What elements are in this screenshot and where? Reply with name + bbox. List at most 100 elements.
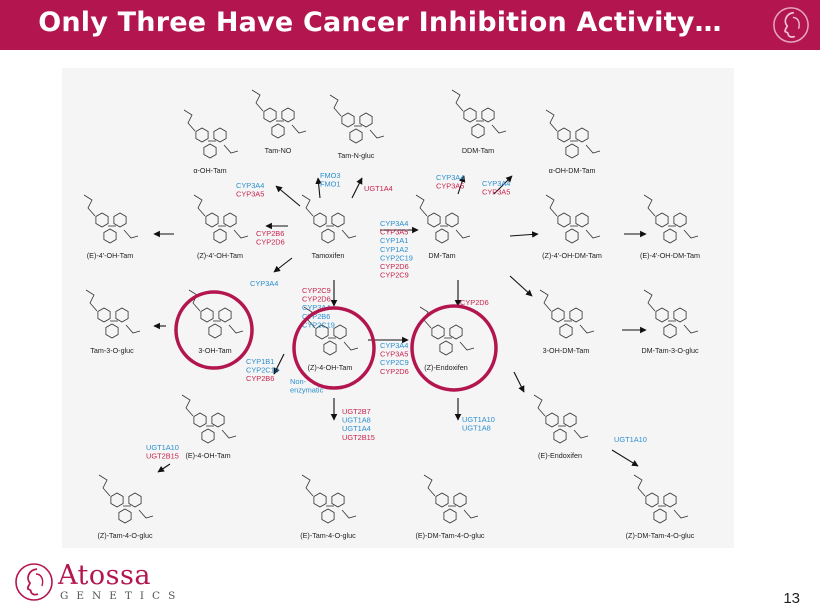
reaction-arrow (351, 177, 363, 199)
enzyme-label: CYP2C9 (380, 358, 409, 367)
enzyme-label: CYP3A4 (236, 181, 264, 190)
enzyme-label: UGT1A4 (364, 184, 393, 193)
compound-label-t3og: Tam-3-O-gluc (90, 346, 134, 355)
compound-label-ddm: DDM-Tam (462, 146, 494, 155)
profile-face-logo-icon (773, 7, 809, 43)
enzyme-label: CYP2D6 (460, 298, 489, 307)
molecule-z4ohdm: (Z)-4'-OH-DM-Tam (542, 194, 602, 260)
reaction-arrow (457, 175, 466, 195)
enzyme-label: UGT2B7 (342, 407, 371, 416)
molecule-et4og: (E)-Tam-4-O-gluc (300, 474, 356, 540)
enzyme-label: CYP1A1 (380, 236, 408, 245)
reaction-arrow (493, 175, 513, 195)
enzyme-label: UGT1A4 (342, 424, 371, 433)
enzyme-label: UGT1A10 (614, 435, 647, 444)
compound-label-dm: DM-Tam (428, 251, 455, 260)
compound-label-oh3: 3-OH-Tam (198, 346, 231, 355)
compound-label-zt4og: (Z)-Tam-4-O-gluc (97, 531, 153, 540)
molecule-zt4og: (Z)-Tam-4-O-gluc (97, 474, 154, 540)
reaction-arrow (509, 275, 533, 297)
molecule-dm: DM-Tam (415, 194, 471, 260)
molecule-dm3og: DM-Tam-3-O-gluc (641, 289, 699, 355)
molecule-t3og: Tam-3-O-gluc (85, 289, 141, 355)
compound-label-aohdm: α-OH-DM-Tam (549, 166, 596, 175)
compound-label-tng: Tam-N-gluc (338, 151, 375, 160)
compound-label-edm4og: (E)-DM-Tam-4-O-gluc (415, 531, 484, 540)
molecule-edm4og: (E)-DM-Tam-4-O-gluc (415, 474, 485, 540)
molecule-z4oh: (Z)-4'-OH-Tam (193, 194, 249, 260)
molecule-e4ohtam: (E)-4-OH-Tam (181, 394, 237, 460)
compound-label-zdm4og: (Z)-DM-Tam-4-O-gluc (626, 531, 695, 540)
compound-label-eendo: (E)-Endoxifen (538, 451, 582, 460)
enzyme-label: CYP3A5 (236, 190, 264, 199)
compound-label-e4ohtam: (E)-4-OH-Tam (185, 451, 230, 460)
enzyme-label: CYP2B6 (246, 374, 274, 383)
compound-label-dm3og: DM-Tam-3-O-gluc (641, 346, 699, 355)
highlight-circle (410, 304, 498, 392)
enzyme-label: UGT1A10 (146, 443, 179, 452)
title-bar: Only Three Have Cancer Inhibition Activi… (0, 0, 820, 50)
molecule-oh3dm: 3-OH-DM-Tam (539, 289, 595, 355)
molecule-eendo: (E)-Endoxifen (533, 394, 589, 460)
reaction-arrow (513, 371, 525, 393)
enzyme-label: Non- (290, 377, 307, 386)
enzyme-label: FMO1 (320, 180, 341, 189)
atossa-logo-icon (15, 563, 53, 601)
enzyme-label: CYP3A4 (250, 279, 278, 288)
enzyme-label: UGT1A10 (462, 415, 495, 424)
compound-label-z4oh: (Z)-4'-OH-Tam (197, 251, 243, 260)
compound-label-z4ohtam: (Z)-4-OH-Tam (308, 363, 353, 372)
enzyme-label: CYP2D6 (380, 262, 409, 271)
enzyme-label: CYP1B1 (246, 357, 274, 366)
molecule-aohdm: α-OH-DM-Tam (545, 109, 601, 175)
compound-label-oh3dm: 3-OH-DM-Tam (543, 346, 590, 355)
molecule-ddm: DDM-Tam (451, 89, 507, 155)
enzyme-label: CYP2C19 (302, 320, 335, 329)
compound-label-tno: Tam-NO (265, 146, 292, 155)
highlight-circle (292, 306, 376, 390)
slide-title: Only Three Have Cancer Inhibition Activi… (38, 7, 722, 38)
compound-label-aoh: α-OH-Tam (193, 166, 226, 175)
brand-name: Atossa (58, 560, 151, 591)
pathway-svg: α-OH-Tam Tam-NO Tam-N-gluc DDM-Tam α-OH-DM-T… (83, 89, 700, 540)
reaction-arrow (157, 463, 171, 473)
reaction-arrow (315, 177, 322, 199)
enzyme-label: CYP1A2 (380, 245, 408, 254)
enzyme-label: CYP3A4 (436, 173, 464, 182)
enzyme-label: CYP3A5 (436, 182, 464, 191)
enzyme-label: UGT1A8 (462, 424, 491, 433)
enzyme-label: enzymatic (290, 386, 324, 395)
enzyme-label: FMO3 (320, 171, 341, 180)
enzyme-label: CYP3A4 (482, 179, 510, 188)
enzyme-label: CYP2D6 (302, 295, 331, 304)
enzyme-label: CYP3A5 (380, 228, 408, 237)
highlight-circle (174, 290, 254, 370)
molecule-zdm4og: (Z)-DM-Tam-4-O-gluc (626, 474, 695, 540)
molecule-e4ohdm: (E)-4'-OH-DM-Tam (640, 194, 700, 260)
compound-label-z4ohdm: (Z)-4'-OH-DM-Tam (542, 251, 602, 260)
molecule-tam: Tamoxifen (301, 194, 357, 260)
molecule-e4oh: (E)-4'-OH-Tam (83, 194, 139, 260)
molecule-tno: Tam-NO (251, 89, 307, 155)
enzyme-label: CYP3A4 (380, 341, 408, 350)
enzyme-label: CYP2C19 (380, 253, 413, 262)
enzyme-label: CYP2D6 (256, 238, 285, 247)
compound-label-e4ohdm: (E)-4'-OH-DM-Tam (640, 251, 700, 260)
enzyme-label: CYP2C9 (302, 286, 331, 295)
compound-label-tam: Tamoxifen (312, 251, 345, 260)
molecule-tng: Tam-N-gluc (329, 94, 385, 160)
compound-label-zendo: (Z)-Endoxifen (424, 363, 468, 372)
page-number: 13 (783, 590, 800, 607)
reaction-arrow (273, 353, 285, 375)
enzyme-label: CYP2D6 (380, 367, 409, 376)
enzyme-label: UGT1A8 (342, 416, 371, 425)
enzyme-label: CYP3A5 (482, 188, 510, 197)
brand-subtitle: GENETICS (60, 590, 184, 602)
enzyme-label: CYP2B6 (302, 312, 330, 321)
enzyme-label: UGT2B15 (342, 433, 375, 442)
enzyme-label: CYP2B6 (256, 229, 284, 238)
tamoxifen-metabolism-diagram: α-OH-Tam Tam-NO Tam-N-gluc DDM-Tam α-OH-DM-T… (62, 68, 734, 548)
reaction-arrow (611, 449, 639, 467)
enzyme-label: CYP3A4 (302, 303, 330, 312)
enzyme-label: CYP2C19 (246, 366, 279, 375)
